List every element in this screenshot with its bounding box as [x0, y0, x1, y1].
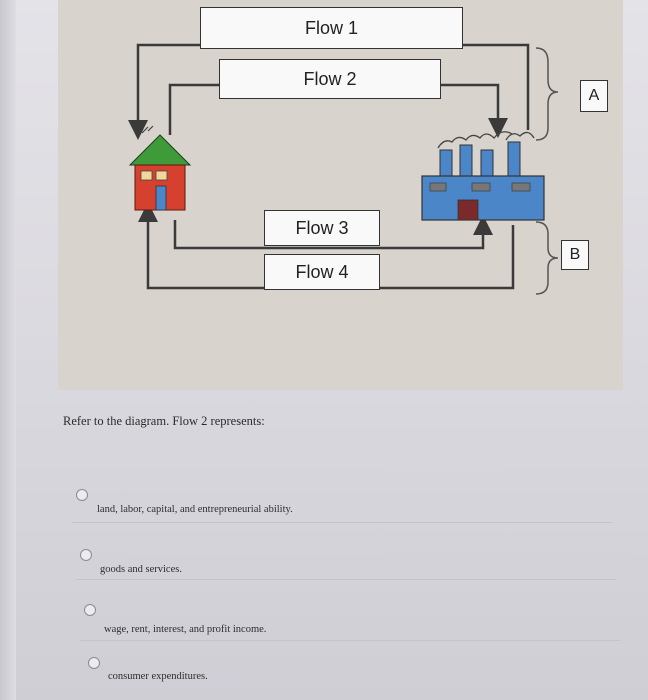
option-3-divider	[80, 640, 620, 641]
question-text: Refer to the diagram. Flow 2 represents:	[63, 414, 265, 428]
option-2-label: goods and services.	[100, 564, 182, 575]
firm-icon	[421, 131, 545, 221]
flow3-box: Flow 3	[264, 210, 380, 246]
option-1-divider	[72, 522, 612, 523]
flow2-box: Flow 2	[219, 59, 441, 99]
household-icon	[128, 125, 192, 211]
flow3-line	[173, 215, 493, 250]
flow1-box: Flow 1	[200, 7, 463, 49]
option-3[interactable]: wage, rent, interest, and profit income.	[0, 602, 648, 642]
option-1[interactable]: land, labor, capital, and entrepreneuria…	[0, 484, 648, 524]
option-4[interactable]: consumer expenditures.	[0, 654, 648, 694]
option-1-radio[interactable]	[76, 489, 88, 501]
circular-flow-diagram: Flow 1 Flow 2 Flow 3 Flow 4 A B	[58, 0, 623, 390]
option-2-divider	[76, 579, 616, 580]
option-4-label: consumer expenditures.	[108, 671, 208, 682]
flow4-box: Flow 4	[264, 254, 380, 290]
diagram-lines	[128, 43, 559, 295]
option-2[interactable]: goods and services.	[0, 545, 648, 585]
label-a-box: A	[580, 80, 608, 112]
option-3-radio[interactable]	[84, 604, 96, 616]
option-3-label: wage, rent, interest, and profit income.	[104, 624, 267, 635]
option-4-radio[interactable]	[88, 657, 100, 669]
option-2-radio[interactable]	[80, 549, 92, 561]
screen-edge	[0, 0, 16, 700]
brace-b	[535, 221, 559, 295]
label-b-box: B	[561, 240, 589, 270]
option-1-label: land, labor, capital, and entrepreneuria…	[97, 504, 293, 515]
brace-a	[535, 47, 559, 141]
